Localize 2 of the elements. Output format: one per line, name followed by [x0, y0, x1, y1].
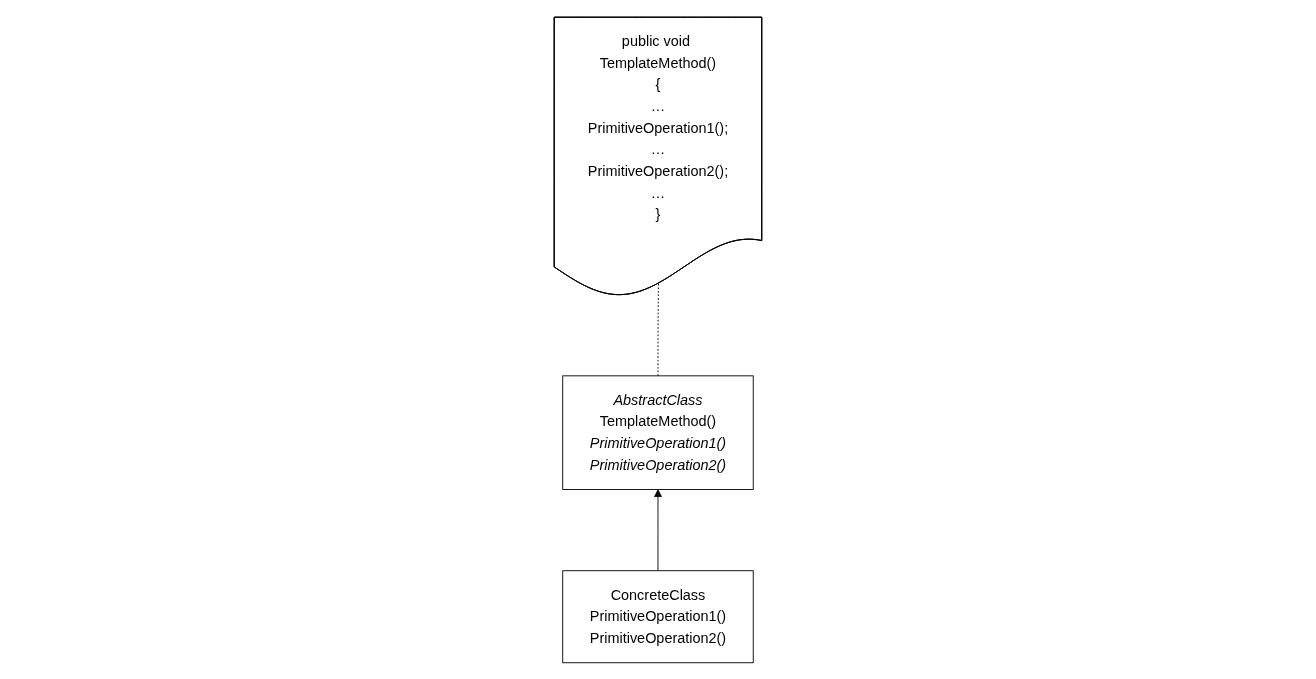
node-box: ConcreteClass PrimitiveOperation1() PrimitiveOperation2() [562, 569, 754, 663]
node-box: AbstractClass TemplateMethod() PrimitiveOperation1() PrimitiveOperation2() [562, 374, 754, 490]
